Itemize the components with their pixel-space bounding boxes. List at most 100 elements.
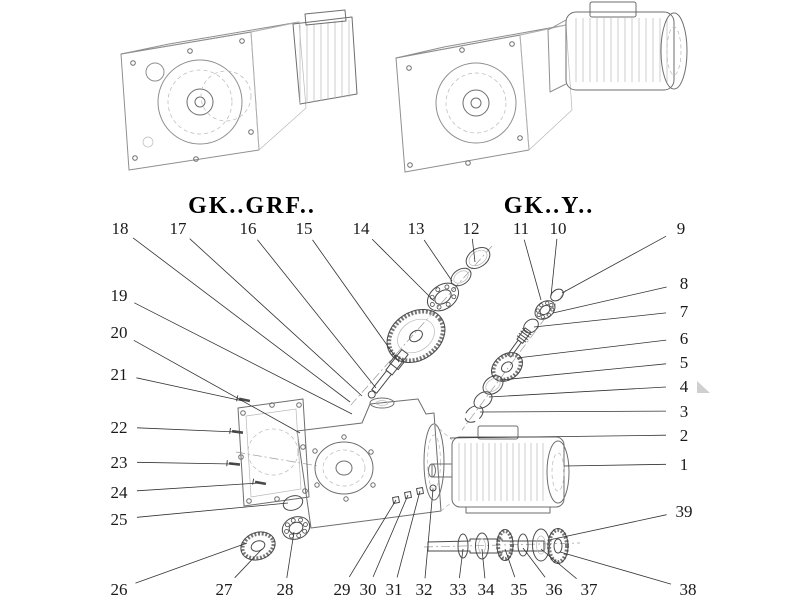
output-shaft-assembly [427, 528, 569, 564]
screw-icon [229, 427, 244, 434]
callout-33: 33 [450, 580, 467, 599]
callout-28: 28 [277, 580, 294, 599]
callout-14: 14 [353, 219, 371, 238]
leader-line-25 [136, 502, 289, 518]
shaft-gear-small [496, 529, 514, 561]
leader-line-21 [136, 377, 244, 402]
leader-line-33 [459, 548, 464, 579]
callout-17: 17 [170, 219, 188, 238]
leader-line-4 [488, 386, 667, 398]
leader-line-28 [286, 531, 295, 578]
callout-34: 34 [478, 580, 496, 599]
callout-25: 25 [111, 510, 128, 529]
shaft-gear-large [547, 528, 569, 564]
variant-label-y: GK..Y.. [504, 193, 594, 219]
leader-line-18 [132, 237, 351, 403]
leader-line-5 [500, 363, 667, 381]
gearbox-grf-drawing [120, 9, 358, 171]
leader-line-36 [522, 547, 546, 578]
leader-line-13 [423, 239, 453, 282]
leader-line-2 [449, 434, 667, 439]
exploded-view-drawing [226, 245, 581, 564]
leader-line-38 [559, 551, 672, 585]
leader-line-12 [471, 238, 476, 263]
callout-31: 31 [386, 580, 403, 599]
callout-13: 13 [408, 219, 425, 238]
callout-29: 29 [334, 580, 351, 599]
leader-line-34 [481, 548, 486, 579]
leader-line-32 [424, 488, 434, 579]
screw-icon [252, 478, 267, 486]
gear-housing [296, 397, 453, 529]
callout-35: 35 [511, 580, 528, 599]
flange-screws [226, 395, 267, 486]
input-shaft [367, 349, 409, 399]
leader-line-23 [136, 461, 234, 465]
pinion-axis-centerline [461, 289, 567, 431]
callout-2: 2 [680, 426, 689, 445]
leader-line-27 [234, 548, 263, 579]
upper-ball-bearing [426, 282, 460, 312]
callout-6: 6 [680, 329, 689, 348]
callout-23: 23 [111, 453, 128, 472]
leader-line-1 [563, 463, 667, 467]
callout-16: 16 [240, 219, 257, 238]
leader-line-10 [550, 238, 558, 297]
leader-line-20 [133, 339, 301, 434]
snap-rings-input [450, 247, 491, 287]
electric-motor [428, 425, 570, 514]
callout-21: 21 [111, 365, 128, 384]
mounting-flange-plate [237, 398, 310, 507]
leader-line-35 [504, 548, 516, 578]
vent-plugs [392, 484, 437, 504]
leader-line-8 [552, 286, 667, 314]
variant-label-grf: GK..GRF.. [188, 193, 316, 219]
callout-9: 9 [677, 219, 686, 238]
leader-line-7 [533, 312, 667, 328]
callout-22: 22 [111, 418, 128, 437]
leader-line-17 [189, 238, 363, 397]
callout-19: 19 [111, 286, 128, 305]
watermark-triangle [697, 381, 710, 393]
callout-37: 37 [581, 580, 599, 599]
shim-rings [464, 375, 504, 423]
output-gear-ring [240, 531, 276, 561]
leader-line-6 [516, 339, 667, 359]
output-ball-bearing [281, 516, 311, 540]
callout-10: 10 [550, 219, 567, 238]
callout-1: 1 [680, 455, 689, 474]
input-axis-centerline [349, 245, 493, 407]
bevel-gear [491, 352, 523, 382]
callout-3: 3 [680, 402, 689, 421]
callout-18: 18 [112, 219, 129, 238]
leader-line-22 [136, 427, 237, 433]
leader-line-24 [136, 482, 260, 492]
callout-39: 39 [676, 502, 693, 521]
callout-32: 32 [416, 580, 433, 599]
leader-line-16 [257, 239, 377, 389]
leader-line-37 [540, 548, 577, 580]
leader-line-19 [134, 302, 353, 415]
leader-line-3 [479, 410, 667, 413]
gearbox-y-drawing [395, 1, 688, 173]
input-pinion-set [507, 288, 564, 358]
callout-11: 11 [513, 219, 529, 238]
leader-line-9 [561, 235, 667, 294]
leader-line-29 [348, 499, 397, 578]
callout-4: 4 [680, 377, 689, 396]
leader-line-31 [396, 490, 421, 578]
callout-8: 8 [680, 274, 689, 293]
leader-line-26 [135, 542, 248, 584]
leader-line-39 [548, 514, 667, 541]
leader-line-11 [523, 239, 542, 301]
callout-5: 5 [680, 353, 689, 372]
callout-27: 27 [216, 580, 234, 599]
callout-30: 30 [360, 580, 377, 599]
callout-36: 36 [546, 580, 563, 599]
leader-line-14 [371, 238, 435, 302]
callout-15: 15 [296, 219, 313, 238]
leader-line-30 [372, 494, 409, 578]
output-bearing-set [240, 495, 311, 561]
